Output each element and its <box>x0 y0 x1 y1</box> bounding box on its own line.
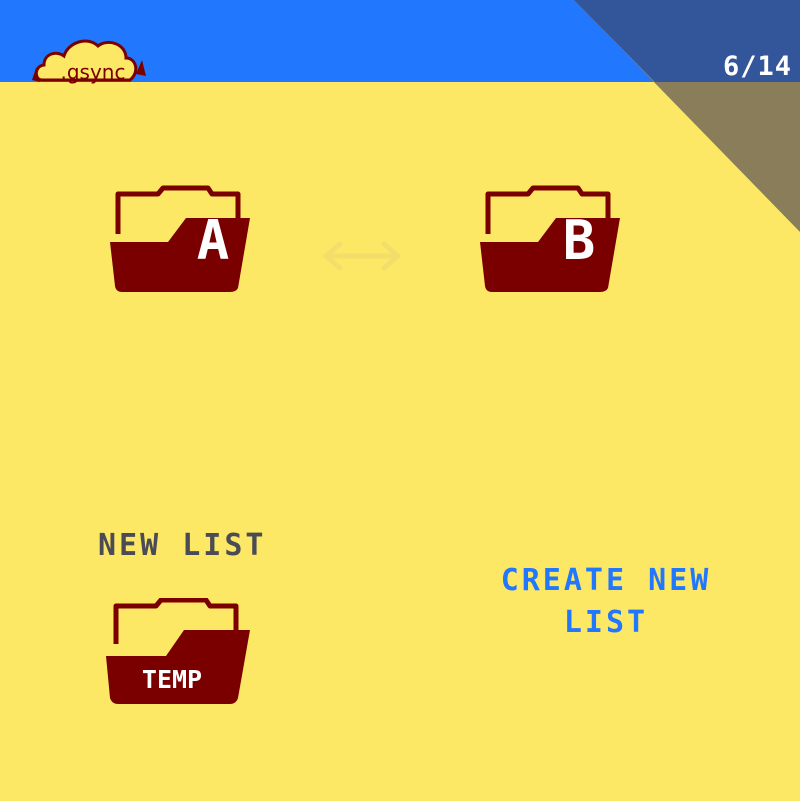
folder-icon <box>106 598 250 704</box>
folder-icon <box>110 185 250 292</box>
logo-text: .gsync <box>60 60 126 84</box>
folder-a[interactable]: A <box>108 184 254 294</box>
cloud-icon <box>32 39 146 82</box>
folder-temp[interactable]: TEMP <box>104 598 254 708</box>
folder-b[interactable]: B <box>478 184 624 294</box>
sync-arrow-icon <box>323 241 401 271</box>
create-new-list-button[interactable]: CREATE NEW LIST <box>500 563 712 640</box>
folder-icon <box>480 185 620 292</box>
folder-b-label: B <box>562 209 596 272</box>
new-list-label: NEW LIST <box>98 528 267 563</box>
folder-a-label: A <box>196 209 230 272</box>
folder-temp-label: TEMP <box>141 665 203 694</box>
page-counter: 6/14 <box>722 51 792 82</box>
